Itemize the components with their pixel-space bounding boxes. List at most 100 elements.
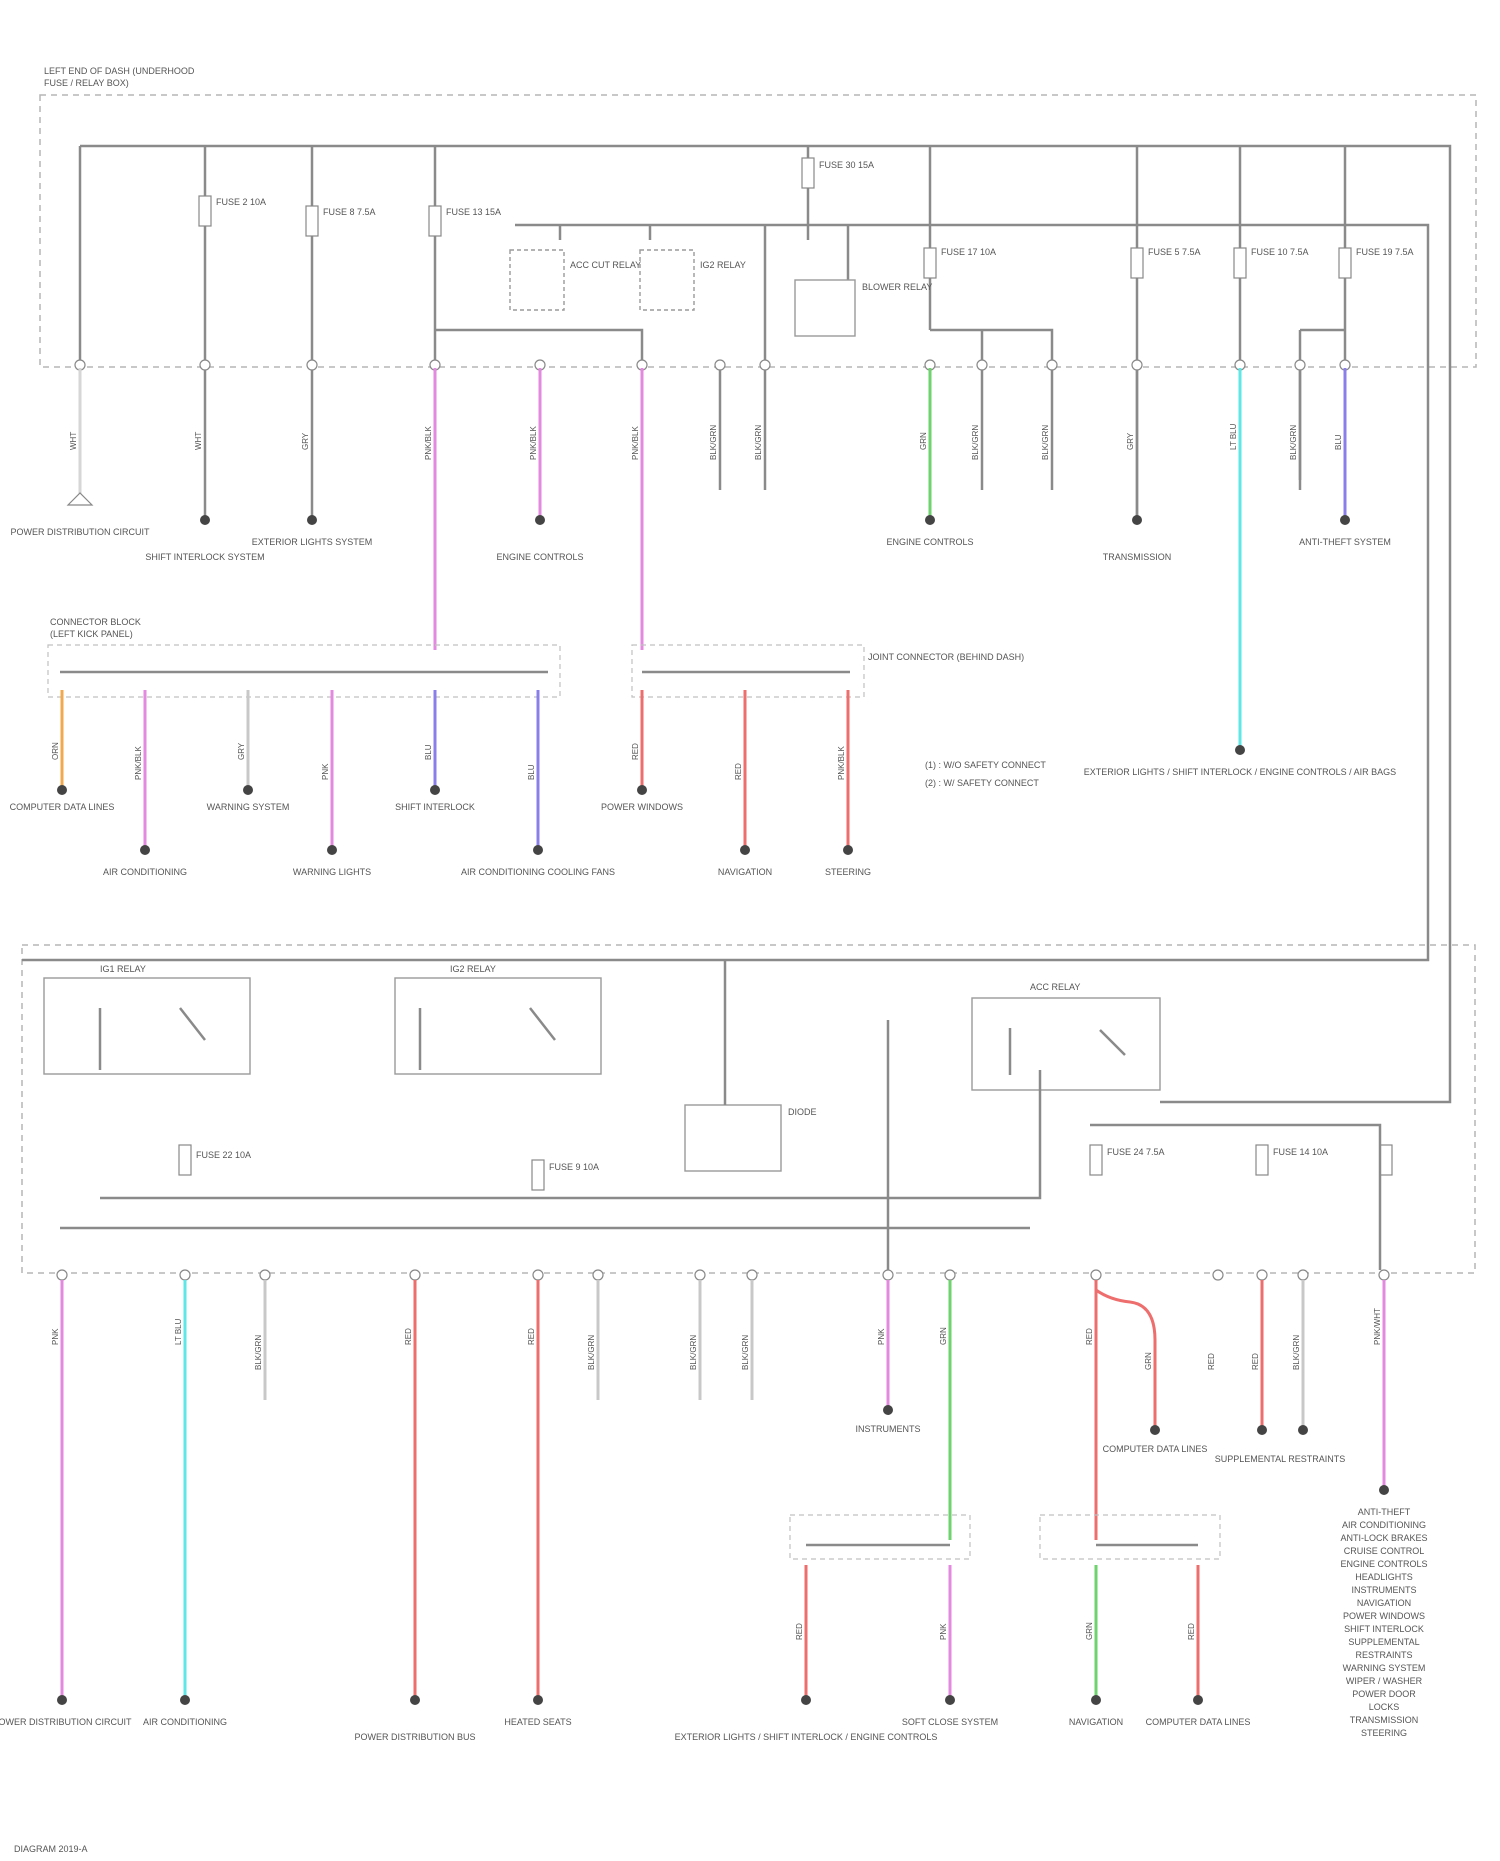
- connector-box-sub: (LEFT KICK PANEL): [50, 629, 133, 639]
- relay-label-4: IG1 RELAY: [100, 964, 146, 974]
- wc-19: PNK: [321, 763, 330, 780]
- legend: (1) : W/O SAFETY CONNECT (2) : W/ SAFETY…: [925, 760, 1046, 788]
- wc-4: PNK/BLK: [424, 426, 433, 460]
- wc-27: BLK/GRN: [254, 1335, 263, 1370]
- fuse-label-9: FUSE 22 10A: [196, 1150, 251, 1160]
- top-dest-5: ENGINE CONTROLS: [886, 537, 973, 547]
- wc-33: PNK: [877, 1328, 886, 1345]
- wc-38: RED: [1207, 1353, 1216, 1370]
- wc-3: GRY: [301, 432, 310, 450]
- wc-40: PNK/WHT: [1373, 1308, 1382, 1345]
- brl-7: INSTRUMENTS: [1352, 1585, 1417, 1595]
- fuse-label-1: FUSE 2 10A: [216, 197, 266, 207]
- wc-21: BLU: [527, 764, 536, 780]
- mid-dest-2: AIR CONDITIONING: [103, 867, 187, 877]
- fuse-label-4: FUSE 30 15A: [819, 160, 874, 170]
- wc-35: RED: [1085, 1328, 1094, 1345]
- wc-20: BLU: [424, 744, 433, 760]
- bottom-dest-1: POWER DISTRIBUTION CIRCUIT: [0, 1717, 132, 1727]
- wc-24: PNK/BLK: [837, 746, 846, 780]
- wc-1: WHT: [69, 432, 78, 450]
- fuse-label-10: FUSE 9 10A: [549, 1162, 599, 1172]
- wc-2: WHT: [194, 432, 203, 450]
- top-dest-7: ANTI-THEFT SYSTEM: [1299, 537, 1391, 547]
- wc-43: GRN: [1085, 1622, 1094, 1640]
- top-dest-1: POWER DISTRIBUTION CIRCUIT: [11, 527, 151, 537]
- legend-line-1: (1) : W/O SAFETY CONNECT: [925, 760, 1046, 770]
- wc-15: BLU: [1334, 434, 1343, 450]
- wc-31: BLK/GRN: [689, 1335, 698, 1370]
- brl-5: ENGINE CONTROLS: [1340, 1559, 1427, 1569]
- bottom-dest-4: HEATED SEATS: [504, 1717, 571, 1727]
- connector-pins-bottom: [57, 1270, 1389, 1280]
- wc-30: BLK/GRN: [587, 1335, 596, 1370]
- fuse-label-12: FUSE 14 10A: [1273, 1147, 1328, 1157]
- fuse-box-frame: [40, 95, 1476, 367]
- mid-dest-7: POWER WINDOWS: [601, 802, 683, 812]
- bottom-dest-7: NAVIGATION: [1069, 1717, 1123, 1727]
- wc-11: BLK/GRN: [1041, 425, 1050, 460]
- bottom-dest-5: EXTERIOR LIGHTS / SHIFT INTERLOCK / ENGI…: [675, 1732, 938, 1742]
- brl-10: SHIFT INTERLOCK: [1344, 1624, 1424, 1634]
- wc-32: BLK/GRN: [741, 1335, 750, 1370]
- mid-dest-3: WARNING SYSTEM: [207, 802, 290, 812]
- bottom-dest-2: AIR CONDITIONING: [143, 1717, 227, 1727]
- mid-dest-8: NAVIGATION: [718, 867, 772, 877]
- top-destinations: POWER DISTRIBUTION CIRCUIT SHIFT INTERLO…: [11, 493, 1391, 562]
- top-dest-4: ENGINE CONTROLS: [496, 552, 583, 562]
- wc-44: RED: [1187, 1623, 1196, 1640]
- fuse-label-2: FUSE 8 7.5A: [323, 207, 376, 217]
- wc-39: BLK/GRN: [1292, 1335, 1301, 1370]
- brl-16: LOCKS: [1369, 1702, 1400, 1712]
- wc-17: PNK/BLK: [134, 746, 143, 780]
- brl-11: SUPPLEMENTAL: [1348, 1637, 1419, 1647]
- wc-6: PNK/BLK: [631, 426, 640, 460]
- wc-23: RED: [734, 763, 743, 780]
- bottom-dest-3: POWER DISTRIBUTION BUS: [354, 1732, 475, 1742]
- jb-label: JOINT CONNECTOR (BEHIND DASH): [868, 652, 1024, 662]
- brl-3: ANTI-LOCK BRAKES: [1340, 1533, 1427, 1543]
- wc-25: PNK: [51, 1328, 60, 1345]
- brl-1: ANTI-THEFT: [1358, 1507, 1411, 1517]
- header-line-1: LEFT END OF DASH (UNDERHOOD: [44, 66, 195, 76]
- header-line-2: FUSE / RELAY BOX): [44, 78, 129, 88]
- wc-26: LT BLU: [174, 1318, 183, 1345]
- mid-dest-9: STEERING: [825, 867, 871, 877]
- fuse-label-5: FUSE 17 10A: [941, 247, 996, 257]
- wc-36: GRN: [1144, 1352, 1153, 1370]
- top-dest-6: TRANSMISSION: [1103, 552, 1172, 562]
- bottom-dest-9: SUPPLEMENTAL RESTRAINTS: [1215, 1454, 1346, 1464]
- fuse-label-11: FUSE 24 7.5A: [1107, 1147, 1165, 1157]
- fuse-symbols: [179, 158, 1392, 1190]
- bottom-right-list: ANTI-THEFT AIR CONDITIONING ANTI-LOCK BR…: [1340, 1507, 1427, 1738]
- mid-dest-4: WARNING LIGHTS: [293, 867, 371, 877]
- wc-22: RED: [631, 743, 640, 760]
- bus-lines: [22, 146, 1450, 1102]
- top-dest-3: EXTERIOR LIGHTS SYSTEM: [252, 537, 373, 547]
- brl-17: TRANSMISSION: [1350, 1715, 1419, 1725]
- mid-dest-5: SHIFT INTERLOCK: [395, 802, 475, 812]
- footnote: DIAGRAM 2019-A: [14, 1844, 88, 1854]
- bottom-dest-8: COMPUTER DATA LINES: [1146, 1717, 1251, 1727]
- brl-13: WARNING SYSTEM: [1343, 1663, 1426, 1673]
- wc-12: GRY: [1126, 432, 1135, 450]
- mid-dest-6: AIR CONDITIONING COOLING FANS: [461, 867, 615, 877]
- bottom-dest-6: SOFT CLOSE SYSTEM: [902, 1717, 998, 1727]
- bottom-dest-10: COMPUTER DATA LINES: [1103, 1444, 1208, 1454]
- brl-2: AIR CONDITIONING: [1342, 1520, 1426, 1530]
- top-relays: ACC CUT RELAY IG2 RELAY BLOWER RELAY: [510, 250, 932, 336]
- brl-12: RESTRAINTS: [1355, 1650, 1412, 1660]
- relay-label-7: DIODE: [788, 1107, 817, 1117]
- relay-label-3: BLOWER RELAY: [862, 282, 932, 292]
- wc-5: PNK/BLK: [529, 426, 538, 460]
- wc-41: RED: [795, 1623, 804, 1640]
- wc-34: GRN: [939, 1327, 948, 1345]
- relay-label-6: ACC RELAY: [1030, 982, 1080, 992]
- mid-dest-1: COMPUTER DATA LINES: [10, 802, 115, 812]
- wc-29: RED: [527, 1328, 536, 1345]
- wc-10: BLK/GRN: [971, 425, 980, 460]
- lower-relays: IG1 RELAY IG2 RELAY ACC RELAY DIODE: [44, 960, 1380, 1270]
- bottom-subconnectors: [790, 1515, 1220, 1559]
- wc-13: LT BLU: [1229, 423, 1238, 450]
